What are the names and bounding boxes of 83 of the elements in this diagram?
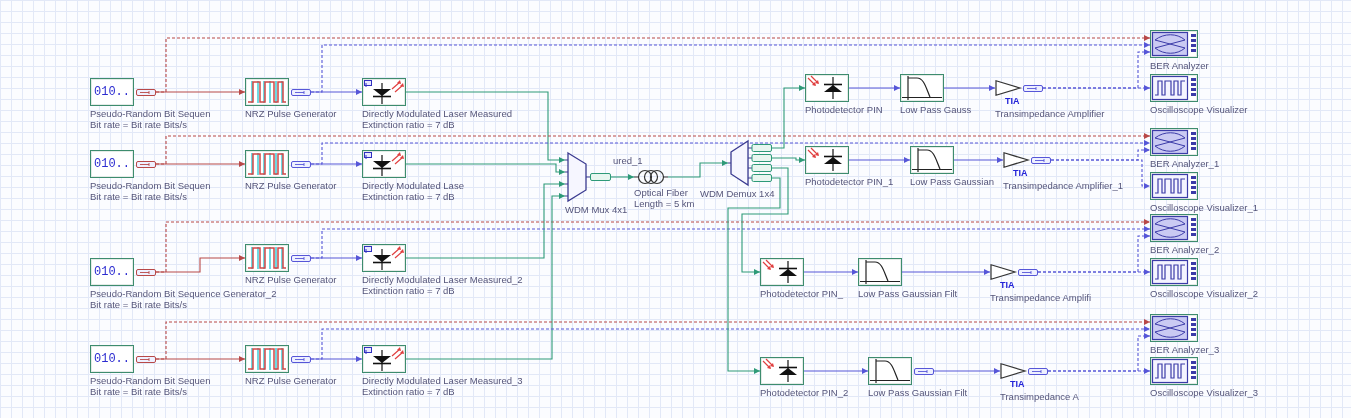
component-label: Photodetector PIN_ [760, 288, 843, 299]
connector-arrow [848, 157, 911, 163]
dashed-connector-arrow [155, 35, 1151, 93]
component-label: NRZ Pulse Generator [245, 180, 337, 191]
dashed-connector-arrow [1037, 269, 1151, 275]
bit-pattern-text: 010.. [94, 85, 130, 99]
component-label: NRZ Pulse Generator [245, 108, 337, 119]
component-label: Transimpedance Amplifier_1 [1003, 180, 1124, 191]
amplifier-type-text: TIA [1000, 280, 1015, 290]
dashed-connector-arrow [310, 226, 1151, 259]
component-label: Transimpedance Amplifier [995, 108, 1105, 119]
connector-arrow [933, 368, 1001, 374]
dashed-connector-arrow [1042, 85, 1151, 91]
component-label: ured_1 [613, 155, 643, 166]
connector-arrow [771, 85, 806, 149]
parameter-label: Bit rate = Bit rate Bits/s [90, 119, 187, 130]
bit-pattern-text: 010.. [94, 352, 130, 366]
connector-arrow [405, 163, 566, 175]
dashed-connector-arrow [1047, 368, 1151, 374]
component-label: Oscilloscope Visualizer [1150, 104, 1248, 115]
dashed-connector-arrow [155, 219, 1151, 273]
connector-arrow [405, 91, 566, 163]
parameter-label: Bit rate = Bit rate Bits/s [90, 191, 187, 202]
component-label: BER Analyzer_2 [1150, 244, 1220, 255]
connector-arrow [610, 174, 635, 180]
dashed-connector-arrow [310, 42, 1151, 93]
connector-arrow [901, 269, 991, 275]
connector-arrow [405, 193, 566, 360]
component-label: Oscilloscope Visualizer_2 [1150, 288, 1259, 299]
component-label: Low Pass Gaussian Filt [858, 288, 958, 299]
connector-arrow [741, 167, 789, 275]
parameter-label: Extinction ratio = 7 dB [362, 285, 455, 296]
component-label: Transimpedance A [1000, 391, 1079, 402]
component-label: Oscilloscope Visualizer_1 [1150, 202, 1259, 213]
parameter-label: Extinction ratio = 7 dB [362, 119, 455, 130]
component-label: Low Pass Gauss [900, 104, 972, 115]
connector-arrow [667, 160, 729, 178]
component-label: Photodetector PIN [805, 104, 883, 115]
component-label: Pseudo-Random Bit Sequence Generator_2 [90, 288, 277, 299]
component-label: Directly Modulated Laser Measured_2 [362, 274, 523, 285]
component-label: Pseudo-Random Bit Sequen [90, 180, 211, 191]
component-label: Pseudo-Random Bit Sequen [90, 375, 211, 386]
parameter-label: Extinction ratio = 7 dB [362, 191, 455, 202]
component-label: Optical Fiber [634, 187, 688, 198]
parameter-label: Bit rate = Bit rate Bits/s [90, 299, 187, 310]
amplifier-type-text: TIA [1005, 96, 1020, 106]
component-label: Photodetector PIN_2 [760, 387, 849, 398]
component-label: Directly Modulated Laser Measured [362, 108, 512, 119]
component-label: Low Pass Gaussian [910, 176, 994, 187]
parameter-label: Bit rate = Bit rate Bits/s [90, 386, 187, 397]
bit-pattern-text: 010.. [94, 265, 130, 279]
dashed-connector-arrow [155, 133, 1151, 165]
connector-arrow [848, 85, 901, 91]
connector-arrow [803, 269, 859, 275]
component-label: Pseudo-Random Bit Sequen [90, 108, 211, 119]
connector-arrow [771, 157, 806, 163]
component-label: NRZ Pulse Generator [245, 375, 337, 386]
connector-arrow [803, 368, 869, 374]
component-label: BER Analyzer_1 [1150, 158, 1220, 169]
bit-pattern-text: 010.. [94, 157, 130, 171]
amplifier-type-text: TIA [1013, 168, 1028, 178]
connector-arrow [943, 85, 996, 91]
component-label: Transimpedance Amplifi [990, 292, 1092, 303]
parameter-label: Extinction ratio = 7 dB [362, 386, 455, 397]
component-label: Directly Modulated Laser Measured_3 [362, 375, 523, 386]
connector-arrow [953, 157, 1004, 163]
dashed-connector-arrow [310, 326, 1151, 360]
component-label: BER Analyzer_3 [1150, 344, 1220, 355]
amplifier-type-text: TIA [1010, 379, 1025, 389]
parameter-label: Length = 5 km [634, 198, 695, 209]
component-label: Low Pass Gaussian Filt [868, 387, 968, 398]
connector-arrow [405, 181, 566, 259]
connector-arrow [727, 177, 781, 374]
component-label: Oscilloscope Visualizer_3 [1150, 387, 1259, 398]
component-label: NRZ Pulse Generator [245, 274, 337, 285]
dashed-connector-arrow [155, 319, 1151, 360]
component-label: BER Analyzer [1150, 60, 1209, 71]
component-label: WDM Mux 4x1 [565, 204, 628, 215]
component-label: WDM Demux 1x4 [700, 188, 775, 199]
dashed-connector-arrow [1050, 159, 1151, 189]
dashed-connector-arrow [310, 140, 1151, 165]
component-label: Directly Modulated Lase [362, 180, 464, 191]
component-label: Photodetector PIN_1 [805, 176, 894, 187]
